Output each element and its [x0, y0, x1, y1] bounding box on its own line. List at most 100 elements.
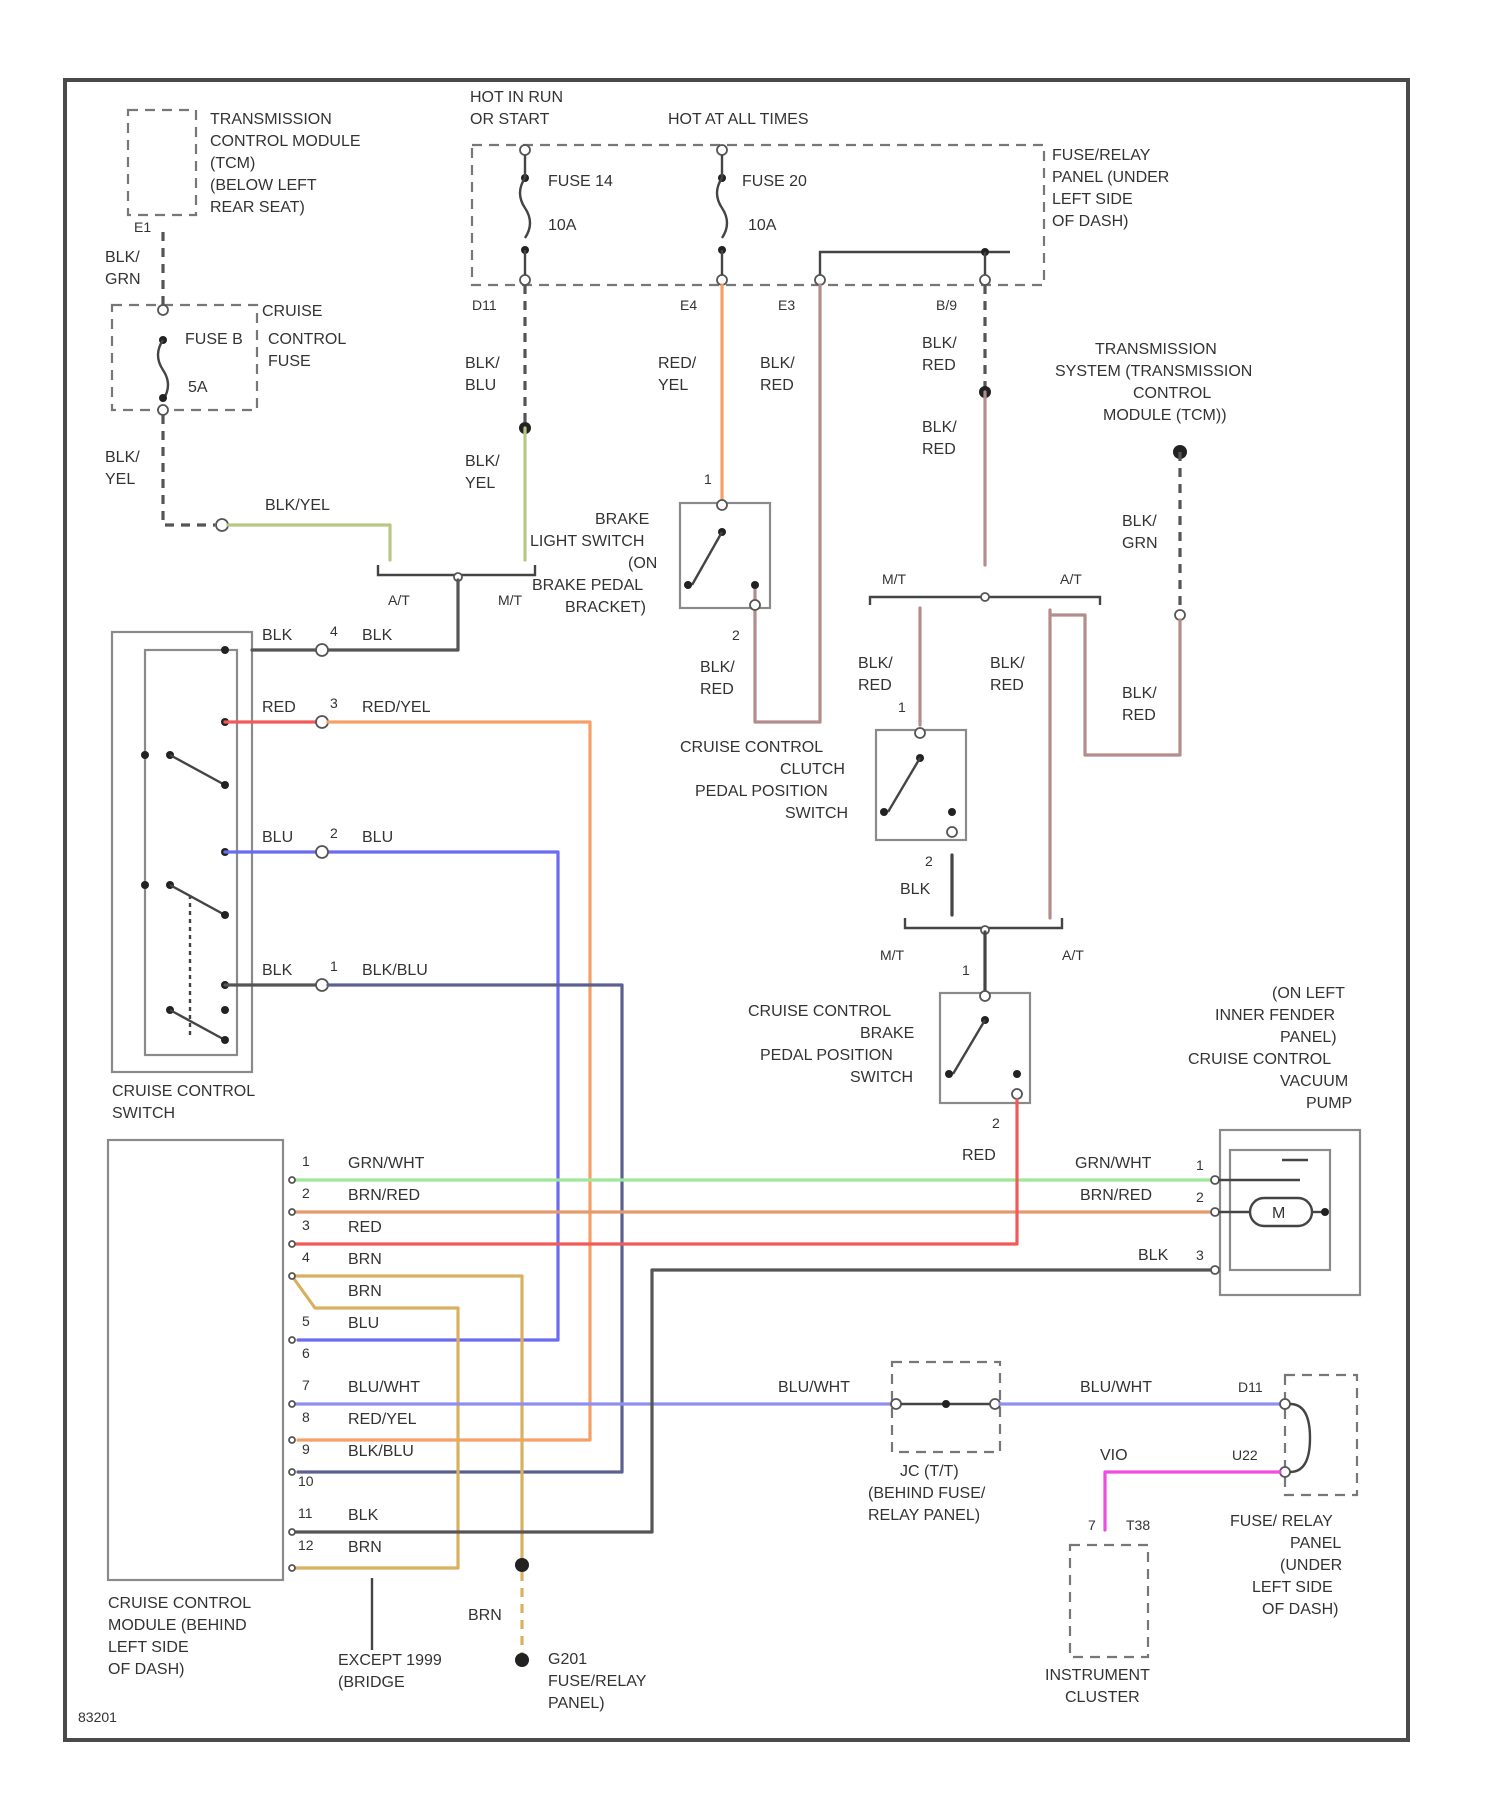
bpp-label: CRUISE CONTROL	[748, 1003, 891, 1020]
pin-label: 2	[992, 1115, 1000, 1131]
tcm-label: (TCM)	[210, 155, 255, 172]
bls-label: BRACKET)	[565, 599, 646, 616]
wire-label: RED	[990, 677, 1024, 694]
pin-label: D11	[1238, 1379, 1263, 1395]
pump-label: VACUUM	[1280, 1073, 1348, 1090]
clutch-label: CLUTCH	[780, 761, 845, 778]
ic-label: INSTRUMENT	[1045, 1667, 1150, 1684]
wire-label: BLU/WHT	[1080, 1379, 1152, 1396]
fuse-label: FUSE B	[185, 331, 243, 348]
pin-label: 6	[302, 1345, 310, 1361]
clutch-label: CRUISE CONTROL	[680, 739, 823, 756]
hot-label: HOT AT ALL TIMES	[668, 111, 809, 128]
wire-label: BLU	[262, 829, 293, 846]
pin-label: E4	[680, 297, 697, 313]
pin-label: E1	[134, 219, 151, 235]
pin-label: D11	[472, 297, 497, 313]
wire-label: BLU/WHT	[348, 1379, 420, 1396]
wire-label: BLU	[362, 829, 393, 846]
brake-light-switch: 1 2 BRAKE LIGHT SWITCH (ON BRAKE PEDAL B…	[530, 471, 770, 643]
wire-label: GRN	[105, 271, 141, 288]
pin-label: 10	[298, 1473, 314, 1489]
wire-label: BLK/BLU	[362, 962, 428, 979]
wire-label: RED	[858, 677, 892, 694]
splice-label: M/T	[498, 592, 523, 608]
wire-label: BLU/WHT	[778, 1379, 850, 1396]
wire-blk-red-tss	[1050, 615, 1180, 755]
wire-label: BLU	[465, 377, 496, 394]
clutch-label: SWITCH	[785, 805, 848, 822]
pin-label: 2	[732, 627, 740, 643]
wire-blk-yel-fuse-out	[163, 415, 215, 525]
ccm-label: LEFT SIDE	[108, 1639, 189, 1656]
bls-label: (ON	[628, 555, 657, 572]
splice-label: A/T	[388, 592, 410, 608]
tcm-label: REAR SEAT)	[210, 199, 305, 216]
wire-label: BLK	[348, 1507, 379, 1524]
wire-label: RED	[348, 1219, 382, 1236]
wire-label: BLU	[348, 1315, 379, 1332]
note-label: EXCEPT 1999	[338, 1652, 442, 1669]
bpp-label: BRAKE	[860, 1025, 914, 1042]
pin-label: 7	[1088, 1517, 1096, 1533]
pump-label: INNER FENDER	[1215, 1007, 1335, 1024]
splice-label: M/T	[882, 571, 907, 587]
pin-label: 1	[330, 958, 338, 974]
wire-label: GRN/WHT	[1075, 1155, 1152, 1172]
pin-label: 9	[302, 1441, 310, 1457]
wire-red-yel-ccs-3	[298, 722, 590, 1440]
clutch-label: PEDAL POSITION	[695, 783, 828, 800]
pin-label: 5	[302, 1313, 310, 1329]
wire-label: BLK/	[922, 335, 957, 352]
fuse20-label: FUSE 20	[742, 173, 807, 190]
pin-label: 11	[298, 1505, 313, 1521]
tcm-box: TRANSMISSION CONTROL MODULE (TCM) (BELOW…	[128, 110, 361, 235]
pin-label: 2	[330, 825, 338, 841]
frp2-label: (UNDER	[1280, 1557, 1342, 1574]
wire-label: RED	[962, 1147, 996, 1164]
pin-label: T38	[1126, 1517, 1150, 1533]
pin-label: 4	[330, 623, 338, 639]
fuse-amp: 5A	[188, 379, 208, 396]
figure-id: 83201	[78, 1709, 117, 1725]
pin-label: 7	[302, 1377, 310, 1393]
pump-label: PUMP	[1306, 1095, 1352, 1112]
wire-label: BLK/	[105, 249, 140, 266]
bls-label: LIGHT SWITCH	[530, 533, 644, 550]
ccm-label: CRUISE CONTROL	[108, 1595, 251, 1612]
fuse-relay-panel-top: HOT IN RUN OR START HOT AT ALL TIMES FUS…	[470, 89, 1169, 285]
pump-motor: M	[1272, 1205, 1285, 1222]
wire-label: BLK/	[700, 659, 735, 676]
wire-label: RED/	[658, 355, 697, 372]
fuse-relay-panel-bottom: D11 U22 FUSE/ RELAY PANEL (UNDER LEFT SI…	[1230, 1375, 1357, 1618]
wire-label: BRN	[348, 1283, 382, 1300]
hot-label: HOT IN RUN	[470, 89, 563, 106]
bls-label: BRAKE PEDAL	[532, 577, 643, 594]
wire-label: BLK	[262, 627, 293, 644]
pump-label: PANEL)	[1280, 1029, 1337, 1046]
pin-label: 1	[302, 1153, 310, 1169]
splice-label: A/T	[1060, 571, 1082, 587]
wire-label: BLK	[362, 627, 393, 644]
brake-pedal-position-switch: 1 2 CRUISE CONTROL BRAKE PEDAL POSITION …	[748, 962, 1030, 1131]
pin-label: 1	[1196, 1157, 1204, 1173]
wire-label: BLK/BLU	[348, 1443, 414, 1460]
frp2-label: OF DASH)	[1262, 1601, 1338, 1618]
jc-label: RELAY PANEL)	[868, 1507, 980, 1524]
wire-label: RED	[922, 357, 956, 374]
wire-label: RED	[922, 441, 956, 458]
wire-label: RED/YEL	[348, 1411, 417, 1428]
bpp-label: PEDAL POSITION	[760, 1047, 893, 1064]
pin-label: 2	[925, 853, 933, 869]
wire-label: BRN	[348, 1251, 382, 1268]
wire-label: BLK	[262, 962, 293, 979]
clutch-pedal-position-switch: 1 2 CRUISE CONTROL CLUTCH PEDAL POSITION…	[680, 699, 966, 869]
ccs-label: CRUISE CONTROL	[112, 1083, 255, 1100]
wire-blk-yel-horizontal	[228, 525, 390, 560]
jc-label: JC (T/T)	[900, 1463, 959, 1480]
cruise-control-module: CRUISE CONTROL MODULE (BEHIND LEFT SIDE …	[108, 1140, 283, 1678]
fuse14-amp: 10A	[548, 217, 577, 234]
wire-label: BLK/	[1122, 513, 1157, 530]
fuse-label: CONTROL	[268, 331, 346, 348]
wire-label: BRN/RED	[348, 1187, 420, 1204]
